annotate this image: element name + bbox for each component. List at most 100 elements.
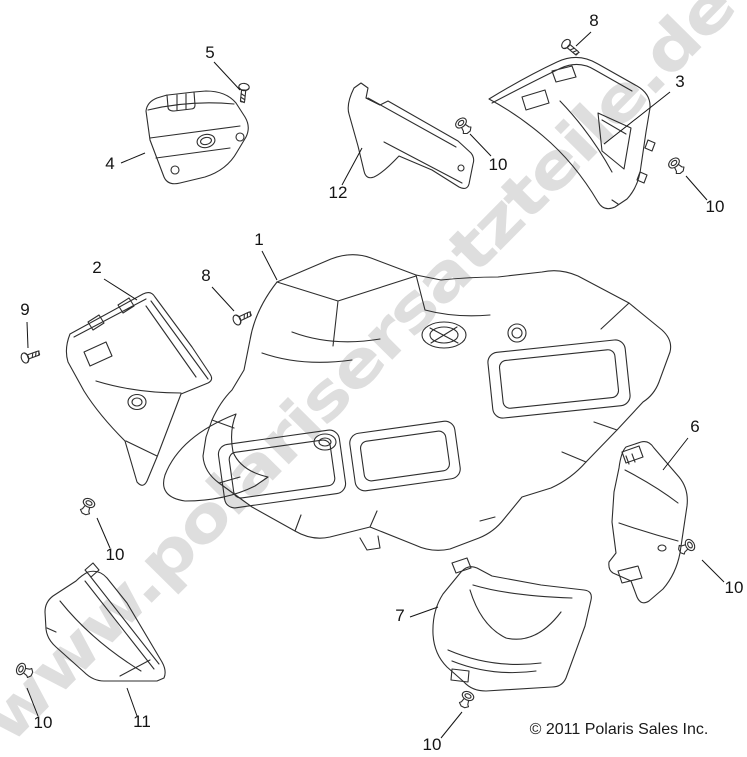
part-4-outline — [145, 90, 249, 185]
part-1-hood-details — [261, 274, 491, 363]
callout-10-b-label: 10 — [706, 197, 725, 216]
callout-4-label: 4 — [105, 154, 114, 173]
part-1-body — [163, 254, 672, 551]
callout-10-a-leader — [469, 133, 492, 157]
copyright-text: © 2011 Polaris Sales Inc. — [530, 721, 709, 738]
part-3-details — [491, 63, 656, 205]
callout-10-f-label: 10 — [423, 735, 442, 754]
part-1-recess-lower-left — [217, 429, 347, 509]
part-2-hole-inner — [131, 397, 143, 407]
part-2-hole — [127, 393, 147, 411]
callout-10-f: 10 — [423, 711, 463, 754]
callout-2-leader — [103, 278, 138, 301]
part-1-outline — [202, 254, 672, 551]
callout-10-d-leader — [26, 687, 39, 717]
part-1-fender-flare — [163, 413, 269, 502]
screw-icon-8b — [230, 308, 254, 327]
callout-11-leader — [126, 687, 138, 717]
push-rivet-icon-10f — [456, 689, 476, 710]
part-1-vent-inner — [318, 437, 332, 447]
callout-8-top-leader — [575, 31, 592, 47]
screw-icon-8a — [559, 37, 582, 59]
callout-11-label: 11 — [133, 712, 151, 731]
push-rivet-icon-10c — [77, 496, 97, 517]
part-3-outline — [488, 56, 651, 210]
callout-11: 11 — [126, 687, 151, 731]
callout-6: 6 — [662, 417, 700, 471]
part-1-recess-upper-inner — [498, 349, 620, 409]
callout-3: 3 — [603, 72, 685, 145]
callout-10-e-label: 10 — [725, 578, 744, 597]
part-11-details — [46, 562, 160, 677]
part-6-hole — [657, 544, 667, 552]
callout-9-label: 9 — [20, 300, 29, 319]
callout-10-b-leader — [685, 175, 708, 201]
callout-3-label: 3 — [675, 72, 684, 91]
part-11-left-lower-panel — [44, 562, 166, 682]
part-4-front-cover — [145, 90, 249, 185]
callout-5-label: 5 — [205, 43, 214, 62]
callout-12-label: 12 — [329, 183, 348, 202]
callout-12-leader — [341, 147, 363, 186]
callout-7-leader — [409, 606, 439, 618]
part-1-fuel-cap-inner — [429, 326, 459, 344]
callout-4-leader — [120, 152, 146, 164]
callout-10-d-label: 10 — [34, 713, 53, 732]
callout-5: 5 — [205, 43, 241, 91]
part-7-lower-panel — [432, 557, 592, 692]
part-4-details — [147, 91, 241, 159]
callout-6-label: 6 — [690, 417, 699, 436]
callout-10-b: 10 — [685, 175, 725, 216]
callout-2: 2 — [92, 258, 138, 301]
part-12-details — [365, 97, 463, 184]
part-2-outline — [65, 291, 213, 486]
callout-12: 12 — [329, 147, 363, 202]
callout-10-a: 10 — [469, 133, 508, 174]
callout-10-d: 10 — [26, 687, 53, 732]
part-1-recess-lower-right — [349, 420, 461, 492]
part-1-recess-lower-left-inner — [228, 439, 336, 499]
callout-9: 9 — [20, 300, 30, 349]
part-4-screw-boss — [235, 132, 245, 142]
callout-1-leader — [261, 250, 278, 281]
callout-8-mid: 8 — [201, 266, 235, 312]
callout-2-label: 2 — [92, 258, 101, 277]
part-1-vent — [313, 433, 337, 451]
part-4-screw-boss-2 — [170, 165, 180, 175]
screw-icon-9 — [19, 347, 42, 365]
part-3-right-panel — [488, 56, 656, 210]
callout-3-leader — [603, 91, 671, 145]
part-4-hole-inner — [200, 136, 212, 146]
part-4-hole — [196, 133, 216, 149]
callouts-layer: 5 8 3 10 10 4 12 1 — [20, 11, 743, 754]
callout-9-leader — [26, 321, 29, 349]
callout-10-c-label: 10 — [106, 545, 125, 564]
callout-7-label: 7 — [395, 606, 404, 625]
part-2-left-panel — [65, 291, 213, 486]
callout-6-leader — [662, 437, 689, 471]
part-1-fuel-cap-cross — [429, 326, 459, 344]
callout-10-e: 10 — [701, 559, 744, 597]
callout-8-mid-leader — [211, 286, 235, 312]
part-12-outline — [347, 82, 475, 190]
callout-8-top-label: 8 — [589, 11, 598, 30]
callout-8-top: 8 — [575, 11, 599, 47]
callout-10-c: 10 — [96, 517, 125, 564]
part-12-bracket — [347, 82, 475, 190]
part-7-outline — [432, 566, 592, 692]
callout-4: 4 — [105, 152, 146, 173]
push-rivet-icon-10b — [666, 155, 687, 177]
part-1-fuel-cap — [421, 321, 467, 349]
callout-10-a-label: 10 — [489, 155, 508, 174]
part-6-right-rear-panel — [608, 441, 688, 604]
callout-5-leader — [213, 61, 241, 91]
part-1-small-cap-inner — [511, 327, 523, 339]
callout-8-mid-label: 8 — [201, 266, 210, 285]
part-12-hole — [457, 164, 465, 172]
callout-1: 1 — [254, 230, 278, 281]
callout-10-e-leader — [701, 559, 725, 583]
push-rivet-icon-10a — [453, 115, 474, 137]
